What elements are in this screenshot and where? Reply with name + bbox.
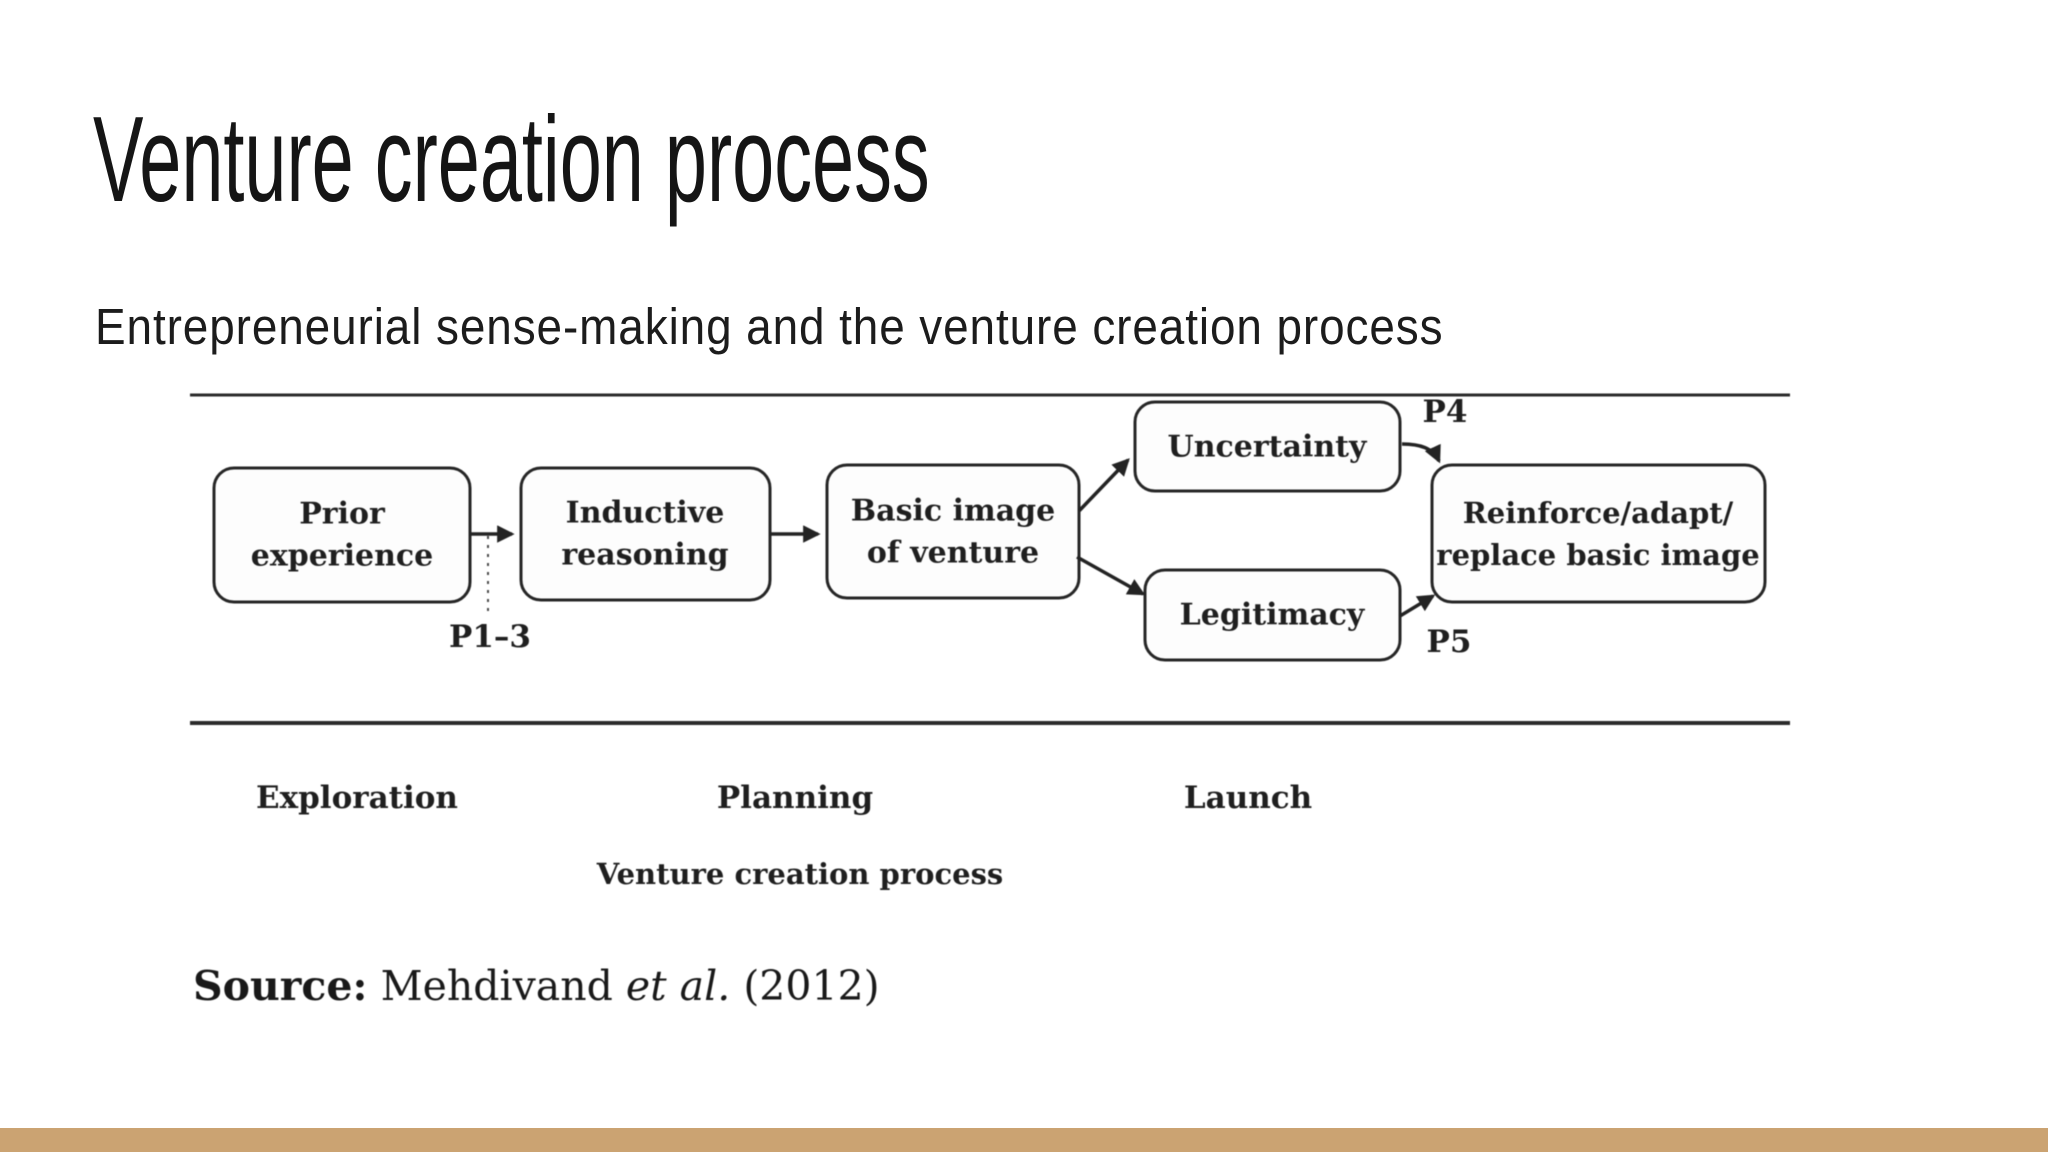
label-reinforce-line2: replace basic image bbox=[1436, 538, 1759, 572]
source-label: Source: bbox=[193, 962, 368, 1010]
stage-label-exploration: Exploration bbox=[256, 780, 458, 816]
annotation-p4: P4 bbox=[1423, 394, 1468, 430]
box-uncertainty bbox=[1133, 400, 1402, 493]
arrow-basic-to-legitimacy bbox=[1076, 555, 1146, 596]
slide-subtitle: Entrepreneurial sense-making and the ven… bbox=[95, 298, 1444, 355]
venture-process-diagram: Prior experience Inductive reasoning Bas… bbox=[150, 385, 1820, 945]
label-basic-line2: of venture bbox=[867, 536, 1039, 571]
bottom-accent-bar bbox=[0, 1128, 2048, 1152]
label-prior-line2: experience bbox=[251, 539, 434, 574]
stage-label-planning: Planning bbox=[717, 780, 873, 816]
source-year: (2012) bbox=[730, 962, 880, 1010]
label-reinforce-line1: Reinforce/adapt/ bbox=[1463, 496, 1734, 530]
arrow-uncertainty-to-reinforce bbox=[1401, 442, 1441, 464]
source-authors: Mehdivand bbox=[367, 962, 626, 1010]
annotation-p5: P5 bbox=[1427, 624, 1472, 660]
box-reinforce bbox=[1430, 463, 1767, 604]
annotation-p1-3: P1–3 bbox=[449, 619, 531, 655]
label-uncertainty: Uncertainty bbox=[1168, 430, 1368, 465]
source-citation: Source: Mehdivand et al. (2012) bbox=[193, 962, 880, 1010]
stage-label-launch: Launch bbox=[1184, 780, 1312, 816]
box-inductive-reasoning bbox=[519, 466, 772, 602]
box-basic-image bbox=[825, 463, 1081, 600]
label-basic-line1: Basic image bbox=[851, 494, 1055, 529]
box-prior-experience bbox=[212, 466, 472, 604]
label-inductive-line2: reasoning bbox=[561, 538, 728, 573]
label-inductive-line1: Inductive bbox=[566, 496, 725, 531]
page-title: Venture creation process bbox=[93, 91, 930, 227]
label-legitimacy: Legitimacy bbox=[1180, 598, 1366, 633]
diagram-canvas: Prior experience Inductive reasoning Bas… bbox=[190, 393, 1790, 891]
arrow-basic-to-uncertainty bbox=[1077, 458, 1130, 513]
diagram-caption: Venture creation process bbox=[596, 857, 1003, 891]
source-etal: et al. bbox=[625, 962, 731, 1010]
label-prior-line1: Prior bbox=[299, 497, 386, 532]
arrow-legitimacy-to-reinforce bbox=[1399, 594, 1436, 618]
